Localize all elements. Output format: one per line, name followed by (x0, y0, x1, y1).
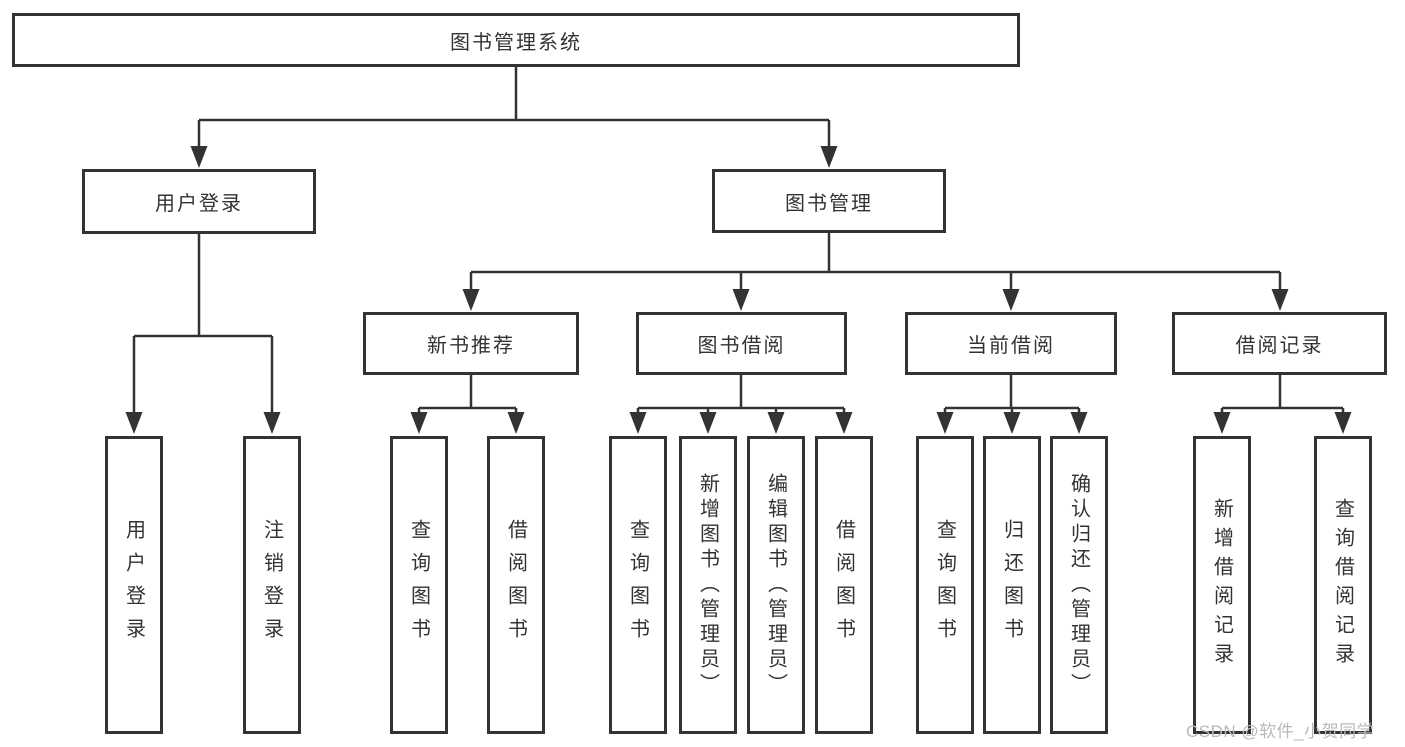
node-current-borrow: 当前借阅 (905, 312, 1117, 375)
node-label: 确认归还（管理员） (1067, 472, 1090, 698)
node-borrow-books-recommend: 借阅图书 (487, 436, 545, 734)
node-label: 注销登录 (260, 519, 283, 651)
node-label: 查询图书 (933, 519, 956, 651)
node-book-borrow: 图书借阅 (636, 312, 847, 375)
node-confirm-return-admin: 确认归还（管理员） (1050, 436, 1108, 734)
watermark: CSDN @软件_小贺同学 (1186, 722, 1375, 741)
node-label: 编辑图书（管理员） (764, 472, 787, 698)
node-label: 查询图书 (407, 519, 430, 651)
node-user-login-leaf: 用户登录 (105, 436, 163, 734)
node-label: 查询借阅记录 (1331, 498, 1354, 672)
node-label: 当前借阅 (967, 335, 1055, 357)
node-query-books-recommend: 查询图书 (390, 436, 448, 734)
node-label: 归还图书 (1000, 519, 1023, 651)
node-query-books-borrow: 查询图书 (609, 436, 667, 734)
node-logout-leaf: 注销登录 (243, 436, 301, 734)
node-label: 用户登录 (155, 193, 243, 215)
node-library-system: 图书管理系统 (12, 13, 1020, 67)
node-label: 借阅记录 (1235, 335, 1324, 357)
node-label: 图书管理 (785, 192, 873, 215)
node-query-borrow-record: 查询借阅记录 (1314, 436, 1372, 734)
node-label: 用户登录 (122, 519, 145, 651)
node-borrow-records: 借阅记录 (1172, 312, 1387, 375)
node-label: 图书借阅 (697, 335, 786, 357)
node-label: 借阅图书 (504, 519, 527, 651)
node-label: 借阅图书 (832, 519, 855, 651)
node-label: 新增借阅记录 (1210, 498, 1233, 672)
node-borrow-books-leaf: 借阅图书 (815, 436, 873, 734)
node-label: 新书推荐 (427, 335, 515, 357)
arrowheads (125, 146, 1352, 434)
connector-lines (132, 67, 1345, 414)
node-label: 查询图书 (626, 519, 649, 651)
node-user-login: 用户登录 (82, 169, 316, 234)
node-return-book: 归还图书 (983, 436, 1041, 734)
node-edit-book-admin: 编辑图书（管理员） (747, 436, 805, 734)
node-query-books-current: 查询图书 (916, 436, 974, 734)
node-book-management: 图书管理 (712, 169, 946, 233)
node-add-book-admin: 新增图书（管理员） (679, 436, 737, 734)
node-label: 图书管理系统 (450, 31, 582, 54)
node-new-book-recommend: 新书推荐 (363, 312, 579, 375)
node-add-borrow-record: 新增借阅记录 (1193, 436, 1251, 734)
node-label: 新增图书（管理员） (696, 472, 719, 698)
